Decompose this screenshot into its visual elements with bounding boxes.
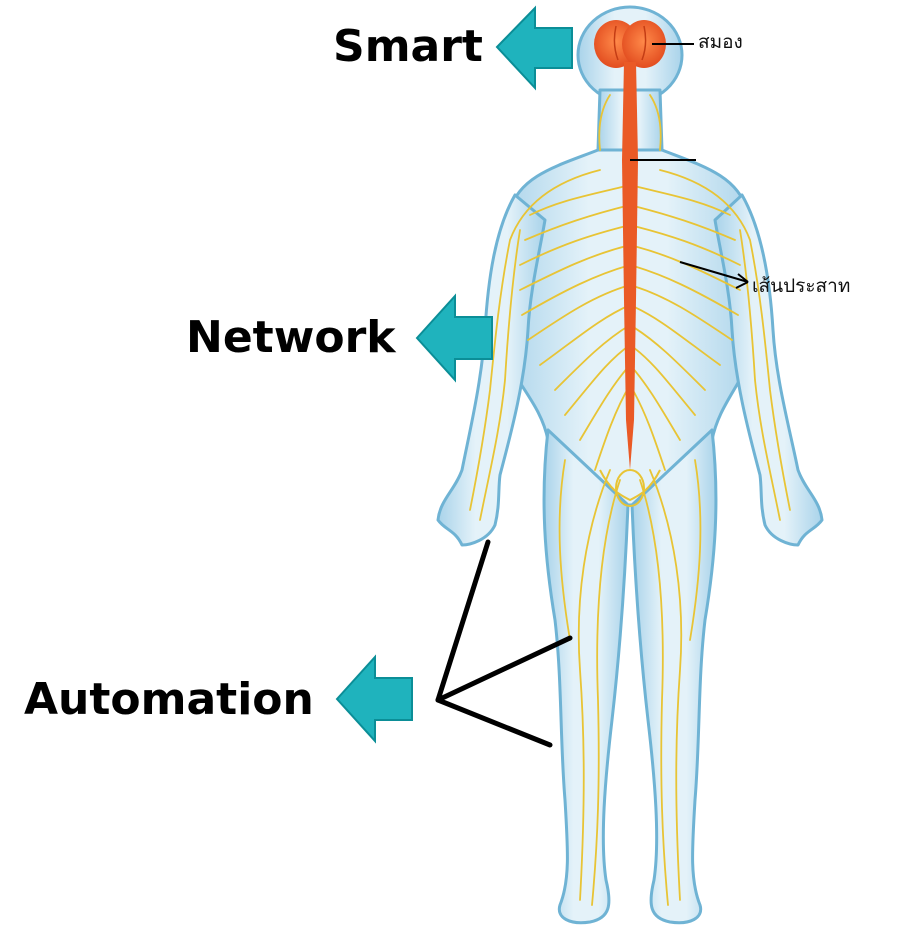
automation-arrow-icon [337, 657, 412, 741]
smart-label: Smart [333, 25, 483, 69]
network-label: Network [186, 316, 396, 360]
nerve-label: เส้นประสาท [752, 277, 850, 296]
brain-label: สมอง [698, 33, 743, 52]
automation-label: Automation [24, 678, 314, 722]
smart-arrow-icon [497, 8, 572, 88]
